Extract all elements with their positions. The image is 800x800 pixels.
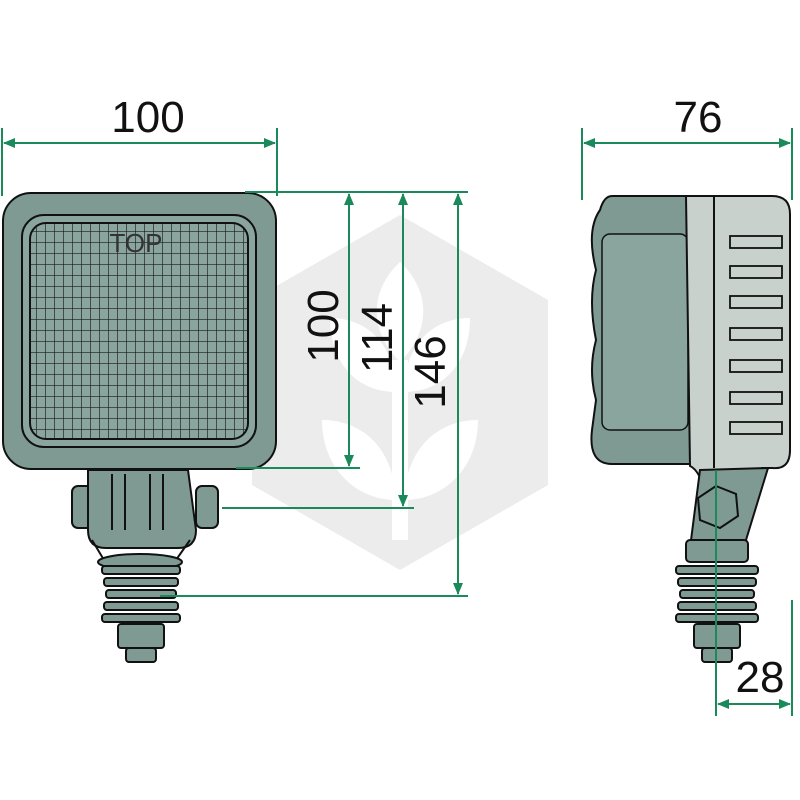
dimension-lines (1, 128, 793, 716)
dim-bolt-offset: 28 (736, 653, 785, 702)
front-lens-grid (29, 222, 249, 440)
side-view (590, 195, 791, 663)
front-mount-bolt (97, 553, 183, 663)
side-cooling-fins (729, 235, 783, 435)
top-label: TOP (110, 228, 163, 258)
front-mount-bracket (71, 469, 219, 561)
dim-side-depth: 76 (674, 93, 723, 142)
front-view: TOP (2, 192, 277, 663)
dim-total-height: 146 (406, 335, 455, 408)
watermark-logo (252, 215, 548, 570)
dim-lens-height: 100 (299, 289, 348, 362)
dim-bracket-height: 114 (353, 303, 402, 373)
side-hex-nut (696, 484, 740, 530)
dim-front-width: 100 (111, 93, 184, 142)
